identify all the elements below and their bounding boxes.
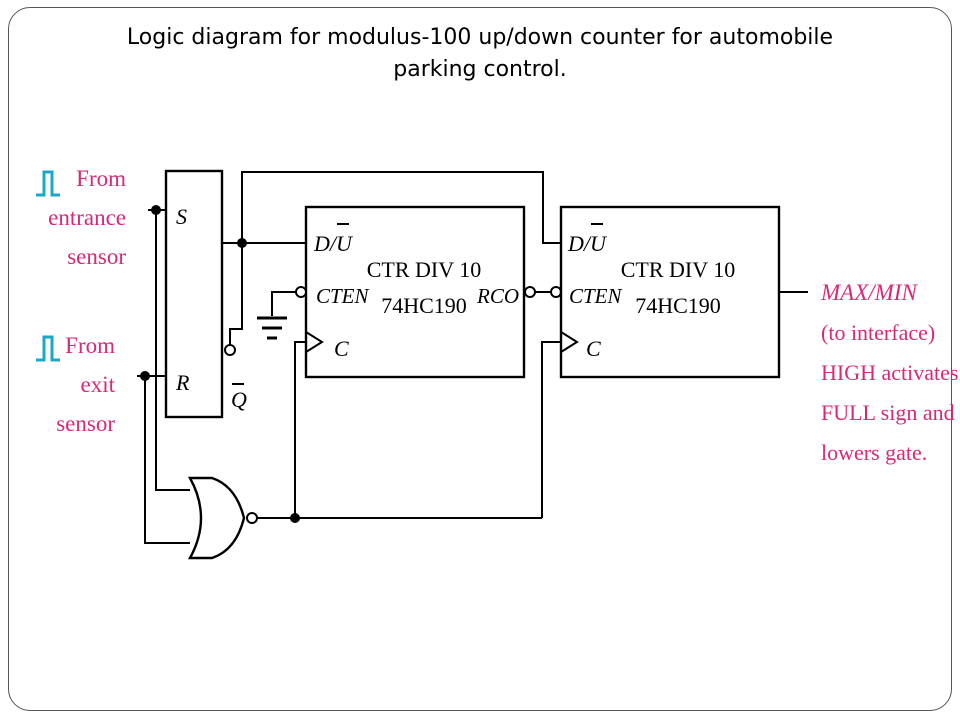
latch-qbar-label: Q	[231, 387, 247, 412]
counter1-cten-label: CTEN	[316, 284, 370, 308]
cten1-bubble	[295, 286, 307, 298]
title-line-2: parking control.	[393, 57, 567, 82]
counter2-part: 74HC190	[635, 293, 721, 318]
page-title: Logic diagram for modulus-100 up/down co…	[20, 22, 940, 86]
counter1-rco-label: RCO	[476, 284, 519, 308]
exit-pulse-icon	[36, 335, 60, 362]
output-desc-4: lowers gate.	[821, 440, 927, 465]
nor-output-bubble	[246, 512, 258, 524]
counter2-clk-label: C	[586, 336, 601, 361]
latch-r-label: R	[175, 370, 190, 395]
counter2-u-label: U	[590, 231, 608, 256]
counter2-title: CTR DIV 10	[621, 257, 736, 282]
entrance-label-3: sensor	[67, 244, 126, 269]
counter1-clk-label: C	[334, 336, 349, 361]
counter1-part: 74HC190	[381, 293, 467, 318]
slide-frame	[8, 7, 952, 711]
entrance-label-2: entrance	[48, 205, 126, 230]
output-desc-2: HIGH activates	[821, 360, 958, 385]
exit-label-2: exit	[81, 372, 116, 397]
counter2-cten-label: CTEN	[569, 284, 623, 308]
maxmin-label: MAX/MIN	[820, 280, 918, 305]
exit-label-3: sensor	[56, 411, 115, 436]
exit-label-1: From	[65, 333, 115, 358]
counter1-d-label: D/	[313, 231, 338, 256]
sr-latch	[164, 169, 224, 419]
entrance-label-1: From	[76, 166, 126, 191]
cten2-bubble	[550, 286, 562, 298]
latch-s-label: S	[176, 204, 187, 229]
counter1-title: CTR DIV 10	[367, 257, 482, 282]
qbar-bubble	[224, 344, 236, 356]
counter1-u-label: U	[336, 231, 354, 256]
rco-bubble	[524, 286, 536, 298]
title-line-1: Logic diagram for modulus-100 up/down co…	[126, 25, 834, 50]
output-desc-3: FULL sign and	[821, 400, 955, 425]
nor-gate	[187, 476, 246, 560]
counter2-d-label: D/	[567, 231, 592, 256]
output-desc-1: (to interface)	[821, 320, 935, 345]
entrance-pulse-icon	[36, 170, 60, 197]
